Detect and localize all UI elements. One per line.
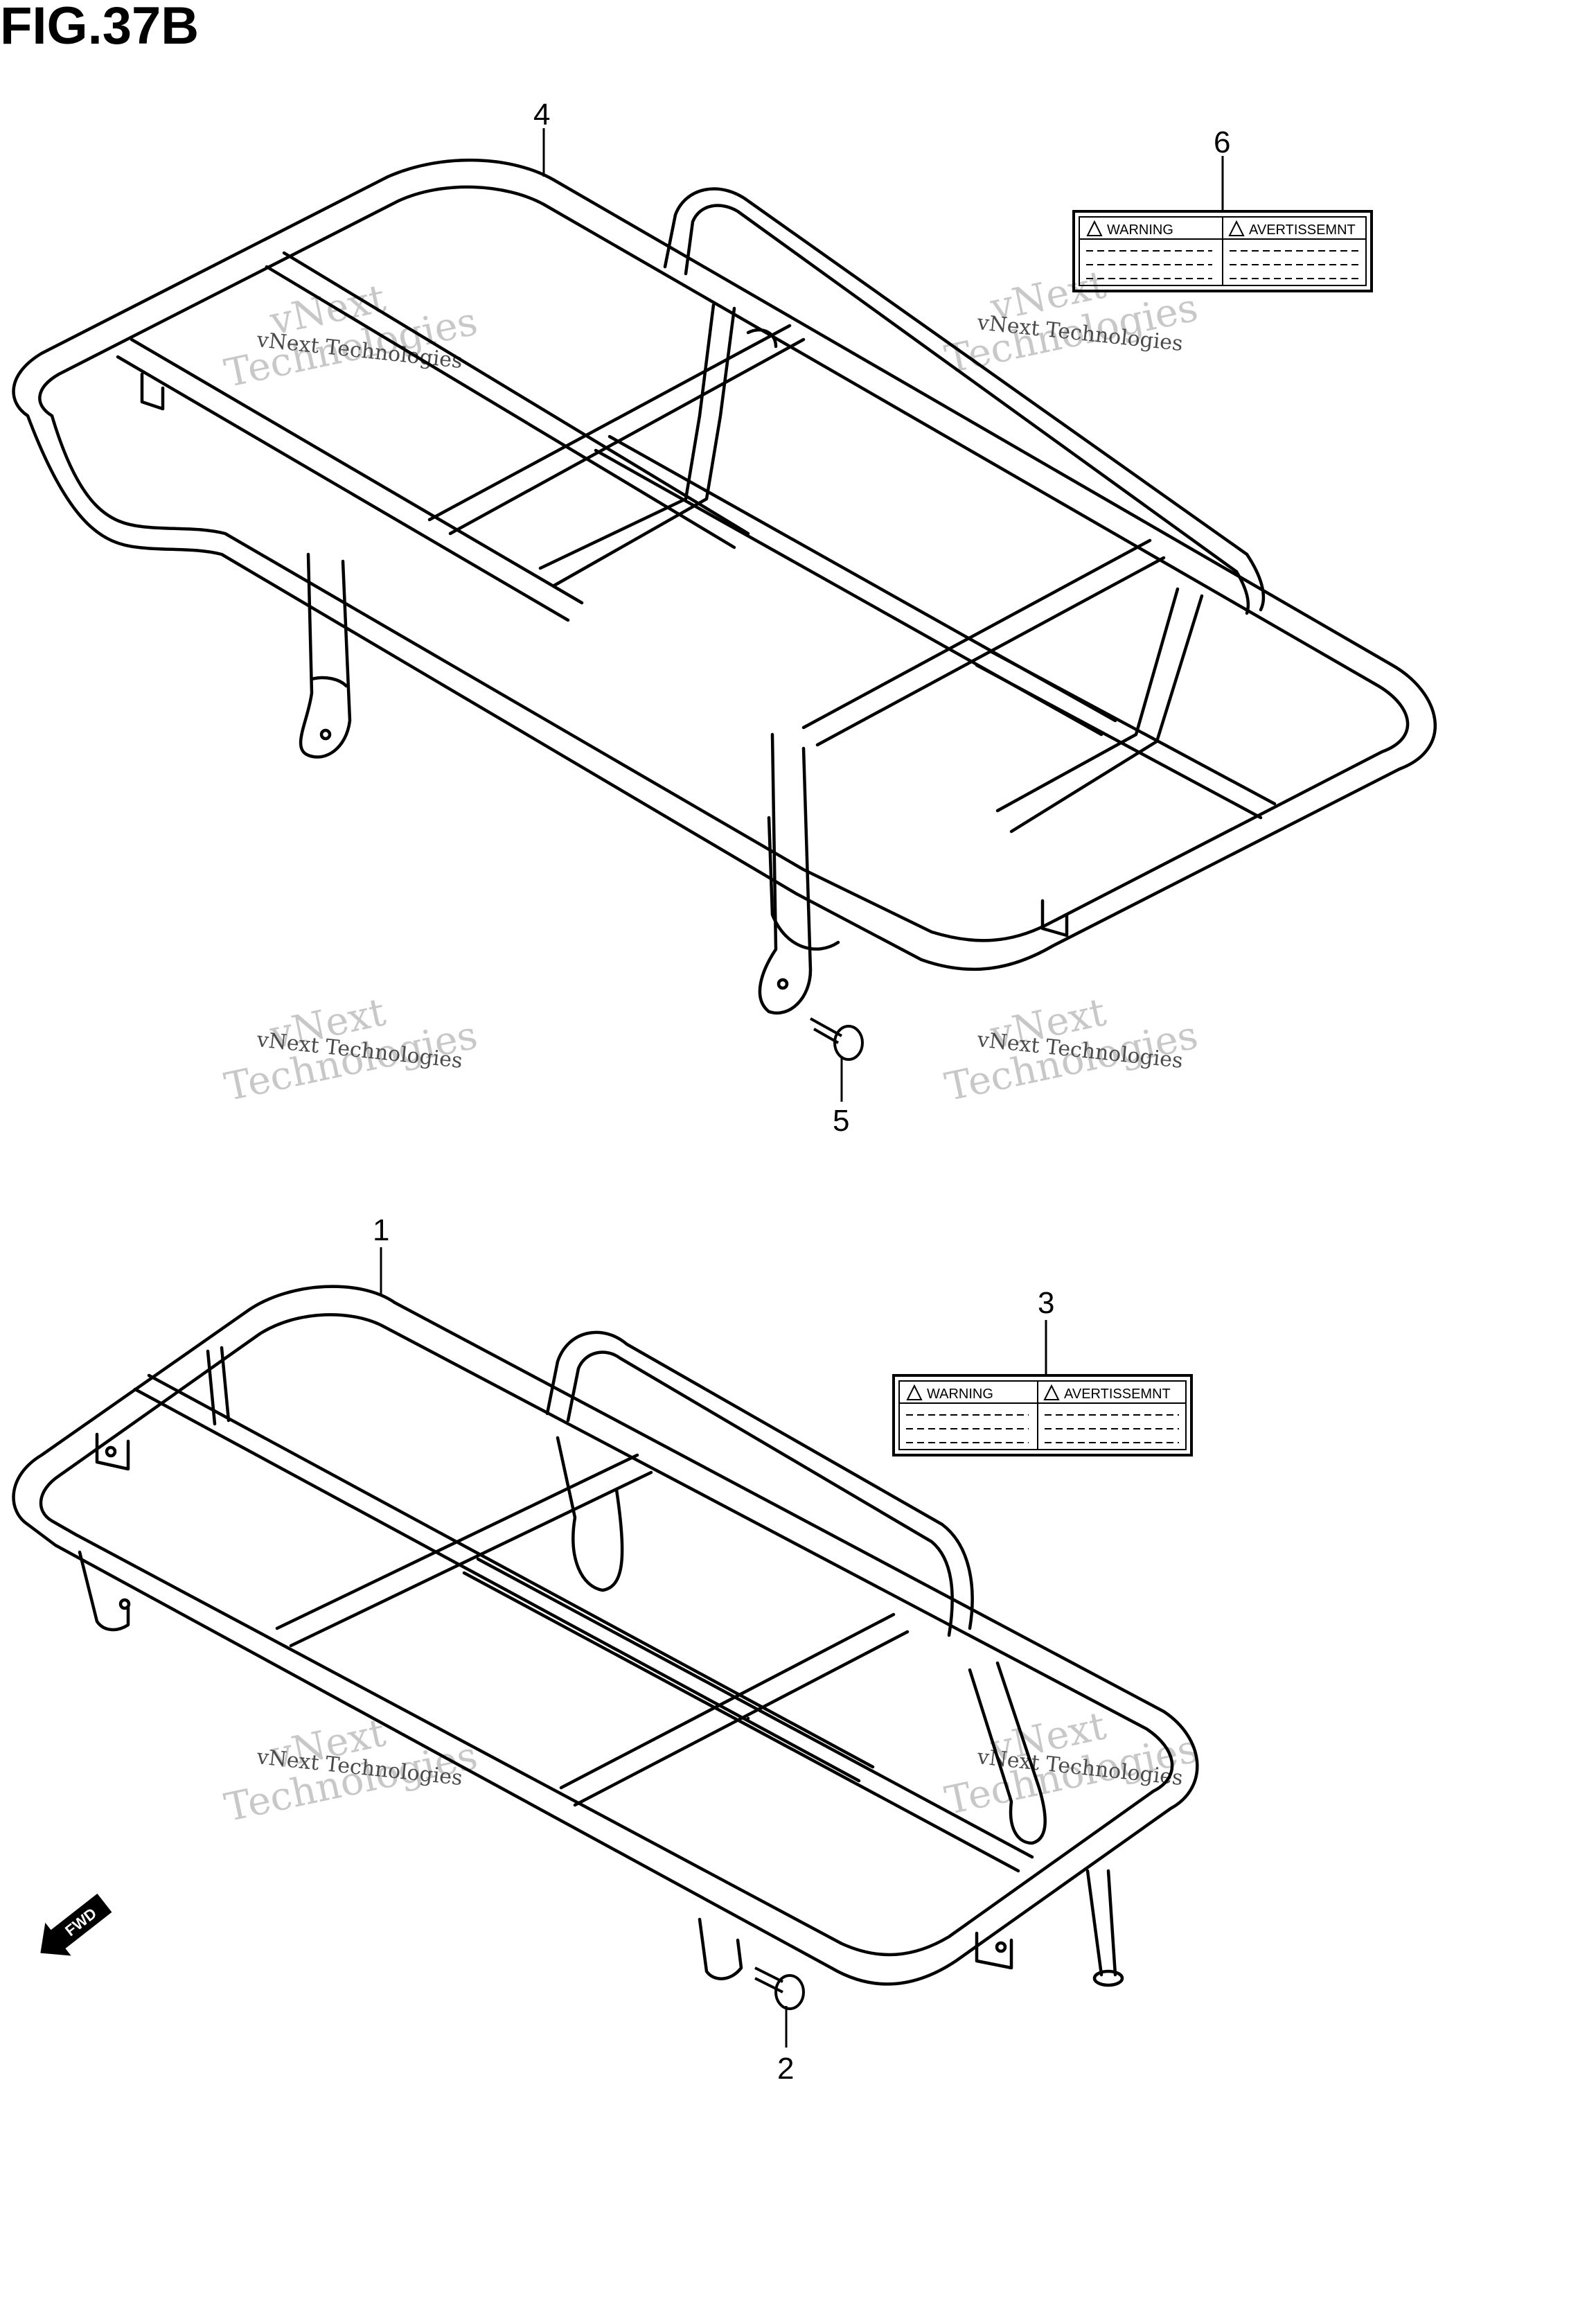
bolt-5 [810,1017,864,1061]
watermark: vNext Technologies [221,276,481,396]
callout-leaders [380,128,1224,2048]
callout-2: 2 [777,2052,794,2086]
warning-label-6-left: WARNING [1107,222,1173,238]
warning-label-3: WARNING AVERTISSEMNT [892,1374,1193,1456]
watermark-group: vNext Technologies vNext Technologies vN… [221,262,1202,1831]
watermark: vNext Technologies [941,262,1202,382]
callout-4: 4 [533,98,550,132]
warning-label-6: WARNING AVERTISSEMNT [1072,210,1373,292]
warning-triangle-icon [1228,220,1245,236]
callout-3: 3 [1038,1286,1054,1320]
warning-label-6-right: AVERTISSEMNT [1249,222,1356,238]
figure-title: FIG.37B [0,0,200,55]
warning-label-3-left: WARNING [927,1387,993,1402]
warning-label-3-right: AVERTISSEMNT [1064,1387,1171,1402]
callout-1: 1 [373,1213,389,1247]
rear-carrier-rack [12,158,1437,1015]
warning-triangle-icon [1086,220,1103,236]
callout-5: 5 [833,1104,849,1138]
callout-6: 6 [1214,125,1230,159]
front-carrier-rack [12,1285,1199,1987]
bolt-2 [754,1966,805,2010]
warning-triangle-icon [906,1384,923,1400]
fwd-arrow-icon: FWD [40,1893,112,1956]
warning-triangle-icon [1043,1384,1060,1400]
